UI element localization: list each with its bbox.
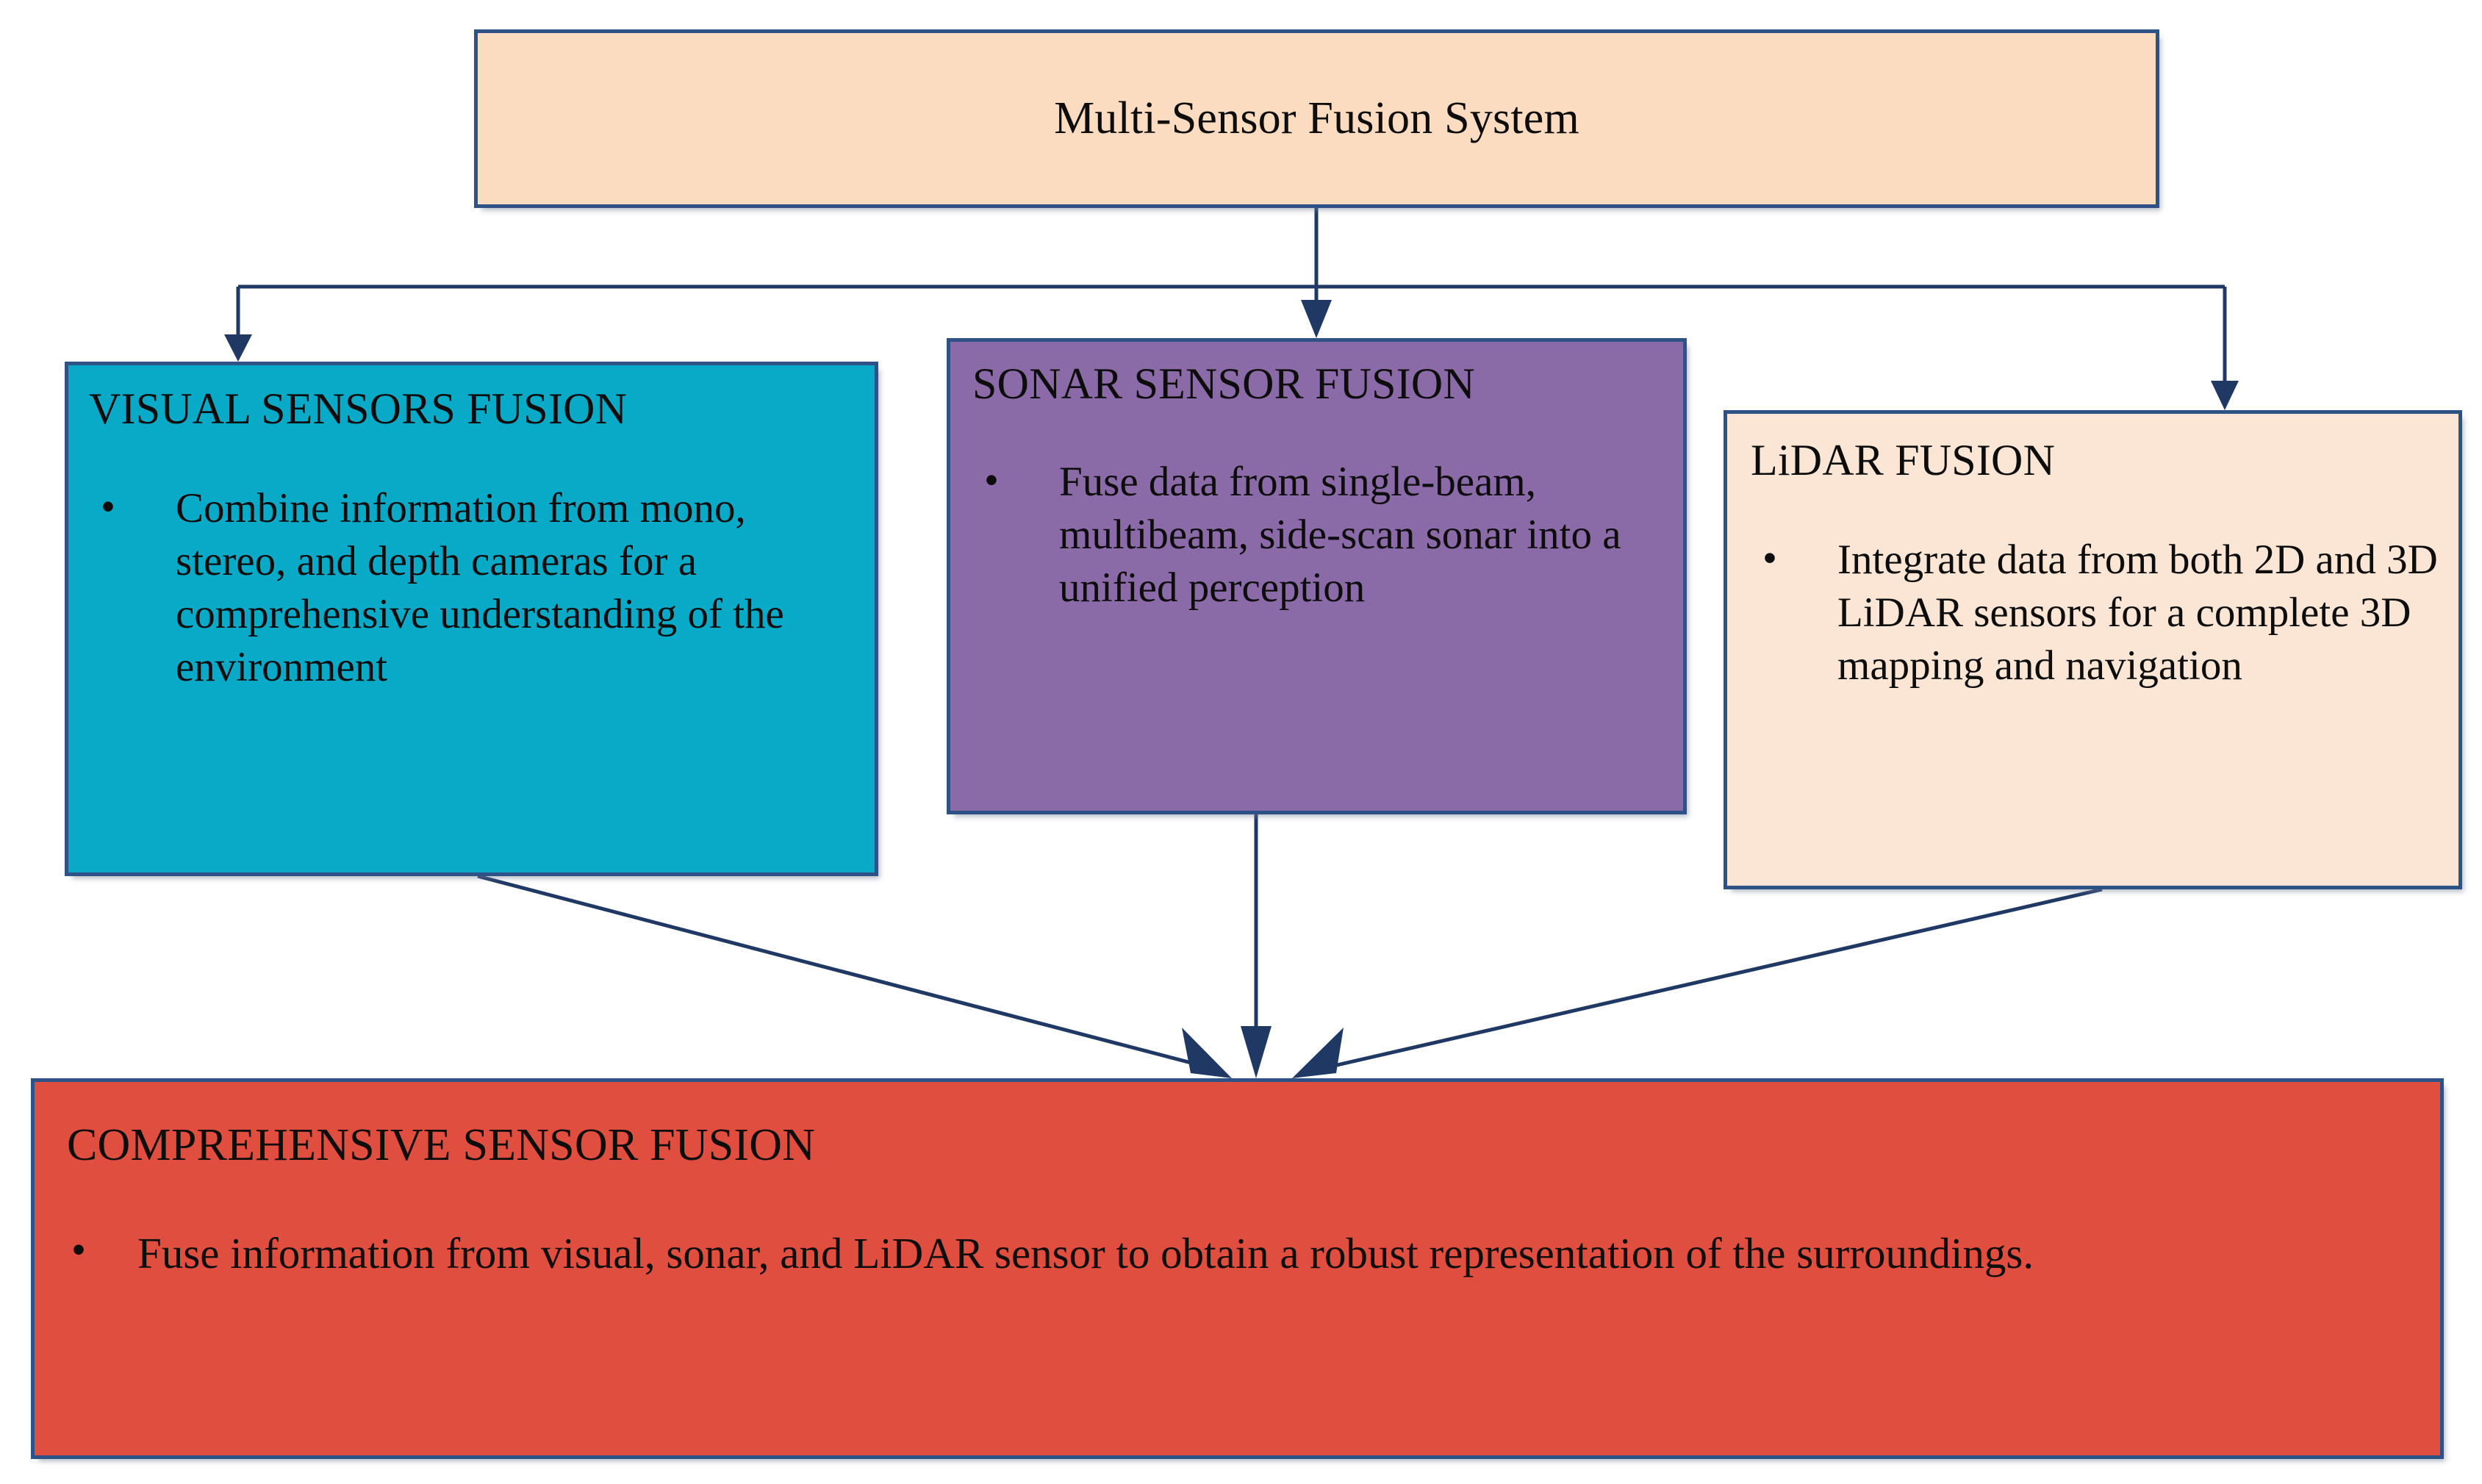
node-multi-sensor-fusion-system[interactable]: Multi-Sensor Fusion System [474,29,2159,208]
connector-sonar-to-comprehensive [1241,814,1272,1078]
sonar-bullet-list: Fuse data from single-beam, multibeam, s… [972,454,1664,614]
comprehensive-node-title: COMPREHENSIVE SENSOR FUSION [67,1120,816,1170]
visual-node-title: VISUAL SENSORS FUSION [89,384,628,433]
node-comprehensive-sensor-fusion[interactable]: COMPREHENSIVE SENSOR FUSION Fuse informa… [31,1078,2444,1459]
node-visual-sensors-fusion[interactable]: VISUAL SENSORS FUSION Combine informatio… [65,362,878,876]
visual-bullet-list: Combine information from mono, stereo, a… [89,481,853,693]
connector-root-to-lidar [2211,287,2239,410]
root-node-title: Multi-Sensor Fusion System [1054,93,1579,143]
node-lidar-fusion[interactable]: LiDAR FUSION Integrate data from both 2D… [1724,410,2462,889]
comprehensive-bullet-list: Fuse information from visual, sonar, and… [67,1224,2411,1282]
node-sonar-sensor-fusion[interactable]: SONAR SENSOR FUSION Fuse data from singl… [947,338,1687,814]
lidar-node-title: LiDAR FUSION [1751,436,2056,484]
list-item: Fuse data from single-beam, multibeam, s… [972,454,1664,614]
connector-visual-to-comprehensive [477,874,1232,1078]
lidar-bullet-list: Integrate data from both 2D and 3D LiDAR… [1751,532,2439,692]
connector-root-to-sonar [1301,287,1332,338]
list-item: Combine information from mono, stereo, a… [89,481,853,693]
list-item: Integrate data from both 2D and 3D LiDAR… [1751,532,2439,692]
sonar-node-title: SONAR SENSOR FUSION [972,359,1475,408]
list-item: Fuse information from visual, sonar, and… [67,1224,2411,1282]
connector-root-to-visual [224,287,252,362]
connector-lidar-to-comprehensive [1292,887,2103,1078]
connector-root-trunk [238,208,2225,289]
